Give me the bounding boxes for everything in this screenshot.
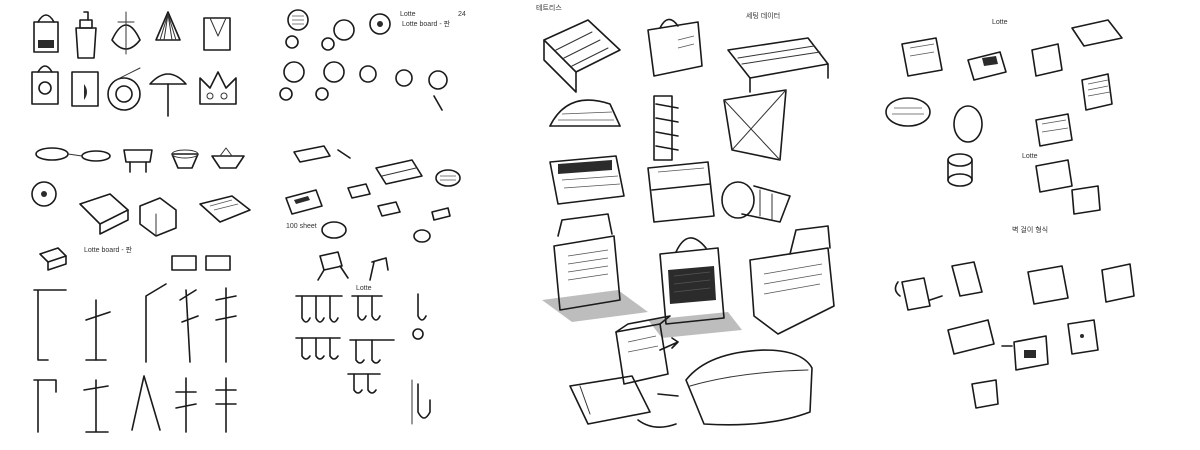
sketch-folded-block [139,197,177,237]
sketch-toaster [285,189,323,215]
sketch-boxes-right [1035,113,1101,215]
sketch-sheet-3: 테트리스 세팅 데이터 [528,0,872,450]
sketch-small-blocks [39,247,231,271]
sketch-drawer-cart [647,161,715,223]
sketch-spray-heads [279,9,448,111]
sketch-flat-panel [569,375,651,425]
sketch-sheet-4: Lotte Lotte 벽 걸이 형식 [872,0,1200,450]
sketch-tray [293,145,351,163]
sheet-4-note-2: Lotte [1022,153,1038,160]
sketch-striped-block [1081,73,1113,111]
sketch-dial [31,181,57,207]
sketch-bed-rack [727,37,829,93]
sketch-folding-chair [317,251,389,281]
sheet-3-drawing: 테트리스 세팅 데이터 [536,3,835,428]
sketch-boat [211,147,245,169]
sheet-1-note-1: Lotte board - 판 [84,245,133,254]
sketch-big-bag [749,225,835,335]
sketch-bowl-lid [885,97,983,143]
sheet-4-note-1: Lotte [992,19,1008,26]
sketch-sheet-2: Lotte Lotte board - 판 24 100 sheet Lotte [272,0,484,450]
sketch-carry-case [542,213,648,322]
sketch-lamp-shade [111,11,141,55]
sketch-arrows-right [894,281,1013,347]
sketch-rolling-box [648,237,742,338]
sketch-coat-stands [33,283,237,433]
sketch-bed-frame [375,159,423,185]
sketch-stool [123,149,153,173]
sheet-2-note-sheet: 100 sheet [286,223,317,230]
sketch-cylinder-stack [947,153,973,187]
sketch-holder [203,17,231,51]
sheet-3-note-title: 테트리스 [536,3,562,12]
sheet-3-note-2: 세팅 데이터 [746,11,780,20]
sketch-umbrella [149,73,187,117]
sketch-tray-rack [549,155,625,205]
sketch-pillow [199,195,251,223]
sketch-arrows [637,337,679,428]
sketch-arch-rack [549,99,621,127]
sketch-tote-bag [647,18,703,77]
sheet-2-note-lotte: Lotte [400,11,416,18]
sketch-oval-dish [435,169,461,187]
sketch-sheet-1: Lotte board - 판 [0,0,270,450]
sheet-2-note-num: 24 [458,11,466,18]
sketch-dish-rack [543,19,621,93]
sketch-hooks [295,293,431,425]
sketch-x-stand [723,89,787,161]
sheet-2-note-board: Lotte board - 판 [402,19,451,28]
sketch-smaller-boxes [321,183,451,243]
sheet-2-note-lotte-2: Lotte [356,285,372,292]
sketch-cube-box [615,315,671,385]
sketch-large-lid-box [685,349,813,426]
sketch-wall-units [901,261,1135,409]
sketch-bag-1 [33,14,59,53]
sketch-fan-shape [155,11,181,41]
sketch-round-disc [107,67,141,111]
sheet-4-heading: 벽 걸이 형식 [1012,225,1048,234]
sketch-bottle [75,11,97,59]
sketch-vertical-rack [653,95,679,161]
sketch-plate-roll [721,181,791,223]
sketch-crown [199,71,237,105]
sheet-2-drawing: Lotte Lotte board - 판 24 100 sheet Lotte [279,9,466,425]
sketch-lunchbox-set [901,19,1123,81]
sketch-bowl [171,149,199,169]
sketch-pot [71,71,99,107]
sketch-block-object [79,193,129,235]
sheet-4-drawing: Lotte Lotte 벽 걸이 형식 [885,19,1135,409]
sketch-bag-2 [31,65,59,105]
sheet-1-drawing: Lotte board - 판 [31,11,251,433]
sketch-pill-shape [35,147,111,162]
